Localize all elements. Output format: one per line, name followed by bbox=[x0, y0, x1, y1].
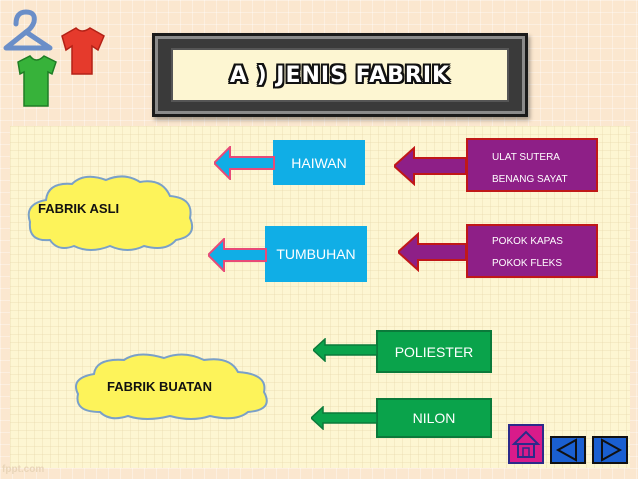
triangle-left-icon bbox=[555, 438, 577, 462]
cloud-label-asli: FABRIK ASLI bbox=[38, 201, 120, 216]
title-inner: A ) JENIS FABRIK bbox=[171, 48, 509, 102]
page-title: A ) JENIS FABRIK bbox=[229, 62, 451, 88]
arrow-left-icon bbox=[394, 146, 467, 186]
next-slide-button[interactable] bbox=[592, 436, 628, 464]
category-label-nilon: NILON bbox=[412, 410, 456, 426]
source-label-pokok-kapas: POKOK KAPAS bbox=[492, 236, 563, 247]
category-box-poliester: POLIESTER bbox=[376, 330, 492, 373]
category-label-poliester: POLIESTER bbox=[394, 343, 474, 360]
arrow-left-icon bbox=[214, 146, 275, 180]
category-label-haiwan: HAIWAN bbox=[291, 154, 347, 171]
clothes-hanger-icon bbox=[3, 9, 105, 107]
arrow-left-icon bbox=[311, 406, 378, 430]
arrow-left-icon bbox=[313, 338, 378, 362]
source-label-pokok-fleks: POKOK FLEKS bbox=[492, 258, 563, 269]
arrow-left-icon bbox=[208, 238, 267, 272]
triangle-right-icon bbox=[601, 438, 623, 462]
home-icon bbox=[511, 430, 541, 458]
cloud-label-buatan: FABRIK BUATAN bbox=[107, 379, 212, 394]
source-label-ulat-sutera: ULAT SUTERA bbox=[492, 152, 560, 163]
arrow-left-icon bbox=[398, 232, 467, 272]
source-box-haiwan: ULAT SUTERA BENANG SAYAT bbox=[466, 138, 598, 192]
source-box-tumbuhan: POKOK KAPAS POKOK FLEKS bbox=[466, 224, 598, 278]
previous-slide-button[interactable] bbox=[550, 436, 586, 464]
cloud-shape-buatan bbox=[75, 353, 268, 420]
category-box-nilon: NILON bbox=[376, 398, 492, 438]
home-button[interactable] bbox=[508, 424, 544, 464]
source-label-benang-sayat: BENANG SAYAT bbox=[492, 174, 568, 185]
category-label-tumbuhan: TUMBUHAN bbox=[276, 246, 356, 262]
category-box-haiwan: HAIWAN bbox=[273, 140, 365, 185]
category-box-tumbuhan: TUMBUHAN bbox=[265, 226, 367, 282]
cloud-shape-asli bbox=[27, 175, 194, 251]
title-frame: A ) JENIS FABRIK bbox=[152, 33, 528, 117]
watermark: fppt.com bbox=[2, 464, 45, 475]
